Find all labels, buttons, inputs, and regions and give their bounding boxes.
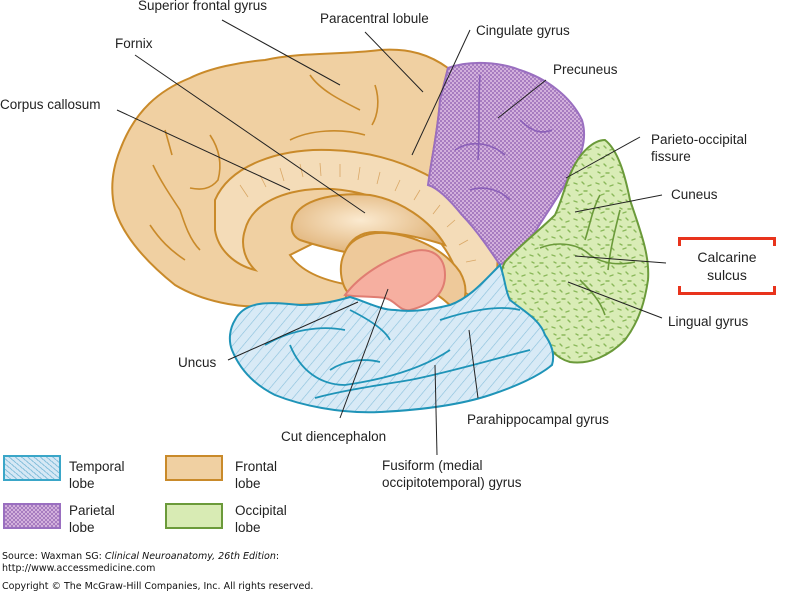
legend-temporal-line1: Temporal xyxy=(69,459,125,474)
occipital-lobe-region xyxy=(500,138,650,364)
label-cuneus: Cuneus xyxy=(671,187,718,202)
label-fusiform-line1: Fusiform (medial xyxy=(382,458,483,473)
label-fusiform-gyrus: Fusiform (medial occipitotemporal) gyrus xyxy=(382,457,522,491)
calcarine-highlight-box xyxy=(678,237,776,295)
source-book-title: Clinical Neuroanatomy, 26th Edition xyxy=(104,551,276,562)
source-citation: Source: Waxman SG: Clinical Neuroanatomy… xyxy=(2,551,279,563)
label-fornix: Fornix xyxy=(115,36,153,51)
legend-swatch-temporal xyxy=(3,455,61,481)
source-suffix: : xyxy=(275,551,280,562)
occipital-sulci xyxy=(539,194,636,316)
label-parieto-occipital-fissure: Parieto-occipital fissure xyxy=(651,131,747,165)
temporal-sulci xyxy=(264,307,531,399)
legend-swatch-occipital xyxy=(165,503,223,529)
cut-diencephalon-region xyxy=(343,249,447,312)
frontal-sulci xyxy=(149,74,379,261)
label-uncus: Uncus xyxy=(178,355,217,370)
legend-frontal-line1: Frontal xyxy=(235,459,278,474)
temporal-lobe-region xyxy=(228,263,555,414)
label-fusiform-line2: occipitotemporal) gyrus xyxy=(382,475,522,490)
leader-lines xyxy=(116,19,667,456)
label-cut-diencephalon: Cut diencephalon xyxy=(281,429,387,444)
parietal-sulci xyxy=(454,74,553,201)
legend-occipital-line1: Occipital xyxy=(235,503,287,518)
legend-frontal-line2: lobe xyxy=(235,476,261,491)
legend-label-frontal: Frontal lobe xyxy=(235,458,277,492)
label-cingulate-gyrus: Cingulate gyrus xyxy=(476,23,570,38)
label-parieto-occipital-line2: fissure xyxy=(651,149,691,164)
legend-parietal-line2: lobe xyxy=(69,520,95,535)
legend-parietal-line1: Parietal xyxy=(69,503,115,518)
label-precuneus: Precuneus xyxy=(553,62,618,77)
label-calcarine-sulcus: Calcarine sulcus xyxy=(678,248,776,284)
callosum-fibers xyxy=(239,162,477,263)
legend-swatch-frontal xyxy=(165,455,223,481)
copyright-notice: Copyright © The McGraw-Hill Companies, I… xyxy=(2,581,314,592)
label-corpus-callosum: Corpus callosum xyxy=(0,97,101,112)
label-lingual-gyrus: Lingual gyrus xyxy=(668,314,749,329)
label-parahippocampal-gyrus: Parahippocampal gyrus xyxy=(467,412,609,427)
legend-label-temporal: Temporal lobe xyxy=(69,458,125,492)
legend-label-occipital: Occipital lobe xyxy=(235,502,287,536)
legend-occipital-line2: lobe xyxy=(235,520,261,535)
legend-label-parietal: Parietal lobe xyxy=(69,502,115,536)
label-paracentral-lobule: Paracentral lobule xyxy=(320,11,429,26)
label-calcarine-line1: Calcarine xyxy=(697,249,757,265)
source-url[interactable]: http://www.accessmedicine.com xyxy=(2,563,156,574)
label-parieto-occipital-line1: Parieto-occipital xyxy=(651,132,748,147)
label-calcarine-line2: sulcus xyxy=(707,267,747,283)
legend-temporal-line2: lobe xyxy=(69,476,95,491)
legend-swatch-parietal xyxy=(3,503,61,529)
source-prefix: Source: Waxman SG: xyxy=(2,551,105,562)
label-superior-frontal-gyrus: Superior frontal gyrus xyxy=(138,0,268,13)
